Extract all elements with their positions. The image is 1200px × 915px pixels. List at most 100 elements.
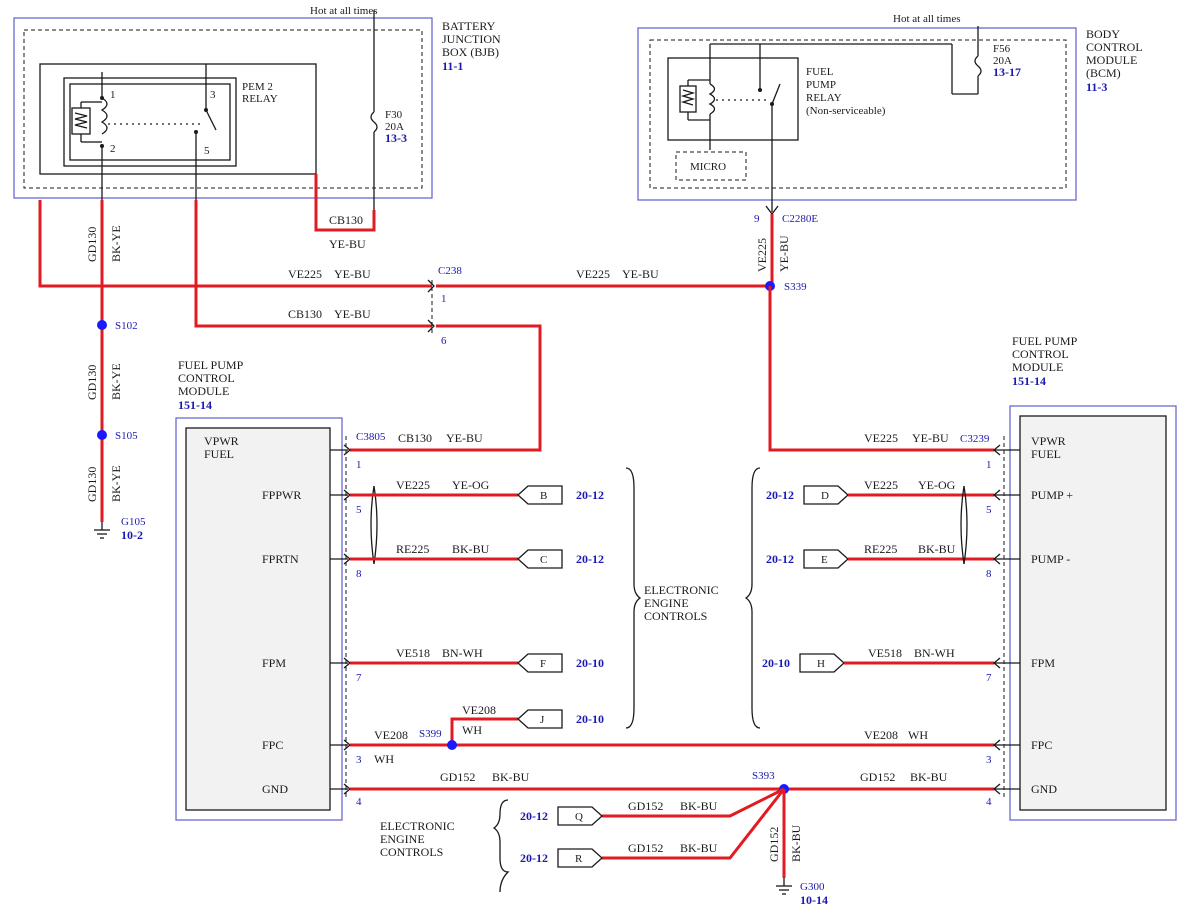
left-pin-num: 8 [356, 568, 362, 580]
left-pin-label-fppwr: FPPWR [262, 488, 301, 502]
hot-at-all-times-label: Hot at all times [893, 13, 961, 25]
wire-label: GD130 [85, 467, 99, 502]
wire-color-label: YE-BU [777, 235, 791, 272]
connector-arrow-icon [992, 553, 1001, 565]
wire-ve225-to-right-module [768, 286, 994, 452]
wire-label: CB130 [288, 307, 322, 321]
eec-bottom-label-line-1: ELECTRONIC [380, 819, 455, 833]
wire-color-label: BN-WH [442, 646, 483, 660]
pin-1-label: 1 [110, 89, 116, 101]
wire-color-label: YE-BU [912, 431, 949, 445]
bcm-frame [637, 27, 1077, 201]
right-pin-label-fpm: FPM [1031, 656, 1055, 670]
flag-q[interactable]: Q [557, 806, 603, 826]
right-module-body [1019, 415, 1167, 811]
wire-color-label: BK-YE [109, 225, 123, 262]
top-wiring: CB130 YE-BU VE225 YE-BU VE225 YE-BU CB13… [38, 174, 994, 452]
left-module-body [185, 427, 331, 811]
wire-label: VE225 [864, 431, 898, 445]
wire-color-label: YE-BU [446, 431, 483, 445]
ground-g300-ref: 10-14 [800, 893, 828, 907]
wire-color-label: BK-BU [910, 770, 948, 784]
connector-arrow-icon [992, 783, 1001, 795]
right-pin-num: 1 [986, 459, 992, 471]
electronic-engine-controls-group: ELECTRONIC ENGINE CONTROLS [625, 467, 761, 729]
left-pin-label-fpc: FPC [262, 738, 283, 752]
splice-s105 [97, 430, 107, 440]
twisted-pair-icon [960, 485, 965, 565]
splice-s399 [447, 740, 457, 750]
connector-arrow-icon [992, 489, 1001, 501]
left-pin-label-fuel: FUEL [204, 447, 234, 461]
wire-label: GD130 [85, 227, 99, 262]
left-fuel-pump-control-module: FUEL PUMP CONTROL MODULE 151-14 C3805 VP… [175, 358, 483, 821]
relay-switch-icon [771, 83, 781, 105]
connector-c3239-label: C3239 [960, 433, 990, 445]
battery-junction-box: 1 2 3 5 PEM 2 RELAY F30 20A 13-3 Hot at … [13, 5, 501, 210]
bcm-title-line-4: (BCM) [1086, 66, 1121, 80]
relay-name-line-1: FUEL [806, 66, 834, 78]
bcm-title-line-2: CONTROL [1086, 40, 1143, 54]
wire-gd152-to-q [602, 787, 785, 818]
flag-f[interactable]: F [517, 653, 563, 673]
left-pin-num: 4 [356, 796, 362, 808]
left-module-frame [175, 417, 343, 821]
flag-r[interactable]: R [557, 848, 603, 868]
flag-c[interactable]: C [517, 549, 563, 569]
pin-2-label: 2 [110, 143, 116, 155]
flag-letter: J [540, 714, 545, 726]
bjb-inner-boundary [23, 29, 423, 189]
splice-s105-label: S105 [115, 430, 138, 442]
left-pin-num: 1 [356, 459, 362, 471]
fuse-rating: 20A [993, 55, 1012, 67]
wire-color-label: YE-OG [452, 478, 490, 492]
right-module-title-line-2: CONTROL [1012, 347, 1069, 361]
bjb-title-line-1: BATTERY [442, 19, 496, 33]
flag-e[interactable]: E [803, 549, 849, 569]
left-pin-num: 5 [356, 504, 362, 516]
right-pin-label-fpc: FPC [1031, 738, 1052, 752]
wire-color-label: YE-BU [334, 307, 371, 321]
connector-arrow-icon [992, 657, 1001, 669]
eec-bottom-label-line-2: ENGINE [380, 832, 425, 846]
wire-color-label: BK-BU [680, 841, 718, 855]
wire-label: GD152 [628, 799, 663, 813]
wire-ve225-bjb [38, 200, 432, 288]
connector-c2280e-label: C2280E [782, 213, 818, 225]
left-module-ref: 151-14 [178, 398, 212, 412]
ground-g300-label: G300 [800, 881, 825, 893]
left-flags: B 20-12 C 20-12 F 20-10 J 20-10 [517, 485, 604, 729]
fuse-icon [974, 55, 982, 77]
wire-color-label: YE-BU [622, 267, 659, 281]
coil-resistor-symbol [680, 89, 696, 106]
fuse-icon [370, 111, 378, 133]
fuse-ref: 13-17 [993, 65, 1021, 79]
flag-d-ref: 20-12 [766, 488, 794, 502]
brace-bottom-icon [492, 799, 510, 893]
eec-label-line-3: CONTROLS [644, 609, 707, 623]
wire-label: VE208 [864, 728, 898, 742]
flag-c-ref: 20-12 [576, 552, 604, 566]
flag-j[interactable]: J [517, 709, 563, 729]
wire-color-label: YE-OG [918, 478, 956, 492]
right-signal-wires: VE225 YE-OG RE225 BK-BU VE518 BN-WH [844, 478, 994, 665]
bjb-title-line-3: BOX (BJB) [442, 45, 499, 59]
wire-label: VE518 [396, 646, 430, 660]
eec-bottom-label-line-3: CONTROLS [380, 845, 443, 859]
bcm-ref: 11-3 [1086, 80, 1107, 94]
wire-label: VE208 [374, 728, 408, 742]
left-module-title-line-2: CONTROL [178, 371, 235, 385]
left-module-title-line-1: FUEL PUMP [178, 358, 244, 372]
twisted-pair-icon [373, 485, 378, 565]
left-pin-label-vpwr: VPWR [204, 434, 239, 448]
bjb-relay-housing [39, 63, 317, 175]
flag-h[interactable]: H [799, 653, 845, 673]
flag-h-ref: 20-10 [762, 656, 790, 670]
right-fuel-pump-control-module: FUEL PUMP CONTROL MODULE 151-14 C3239 VP… [960, 334, 1177, 821]
flag-b[interactable]: B [517, 485, 563, 505]
flag-f-ref: 20-10 [576, 656, 604, 670]
flag-d[interactable]: D [803, 485, 849, 505]
wire-label: VE518 [868, 646, 902, 660]
flag-letter: C [540, 554, 547, 566]
splice-s102 [97, 320, 107, 330]
